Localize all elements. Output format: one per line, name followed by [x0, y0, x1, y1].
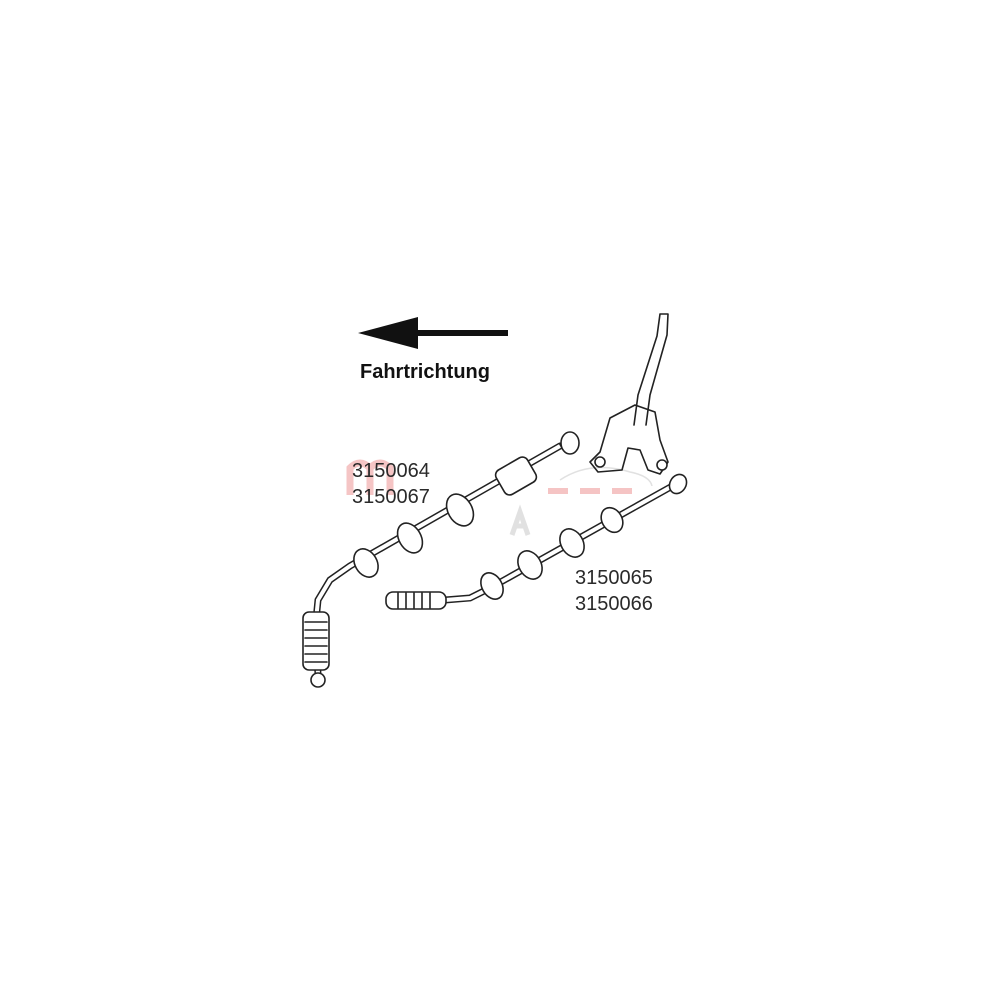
- part-number-label: 3150067: [352, 486, 430, 508]
- upper-cable: [302, 431, 580, 688]
- direction-arrow-icon: [358, 317, 508, 349]
- direction-label: Fahrtrichtung: [360, 361, 490, 383]
- part-number-label: 3150064: [352, 460, 430, 482]
- part-number-label: 3150066: [575, 593, 653, 615]
- lower-cable: [385, 473, 688, 610]
- part-number-label: 3150065: [575, 567, 653, 589]
- gear-lever: [589, 313, 669, 475]
- watermark-logo: [346, 459, 653, 536]
